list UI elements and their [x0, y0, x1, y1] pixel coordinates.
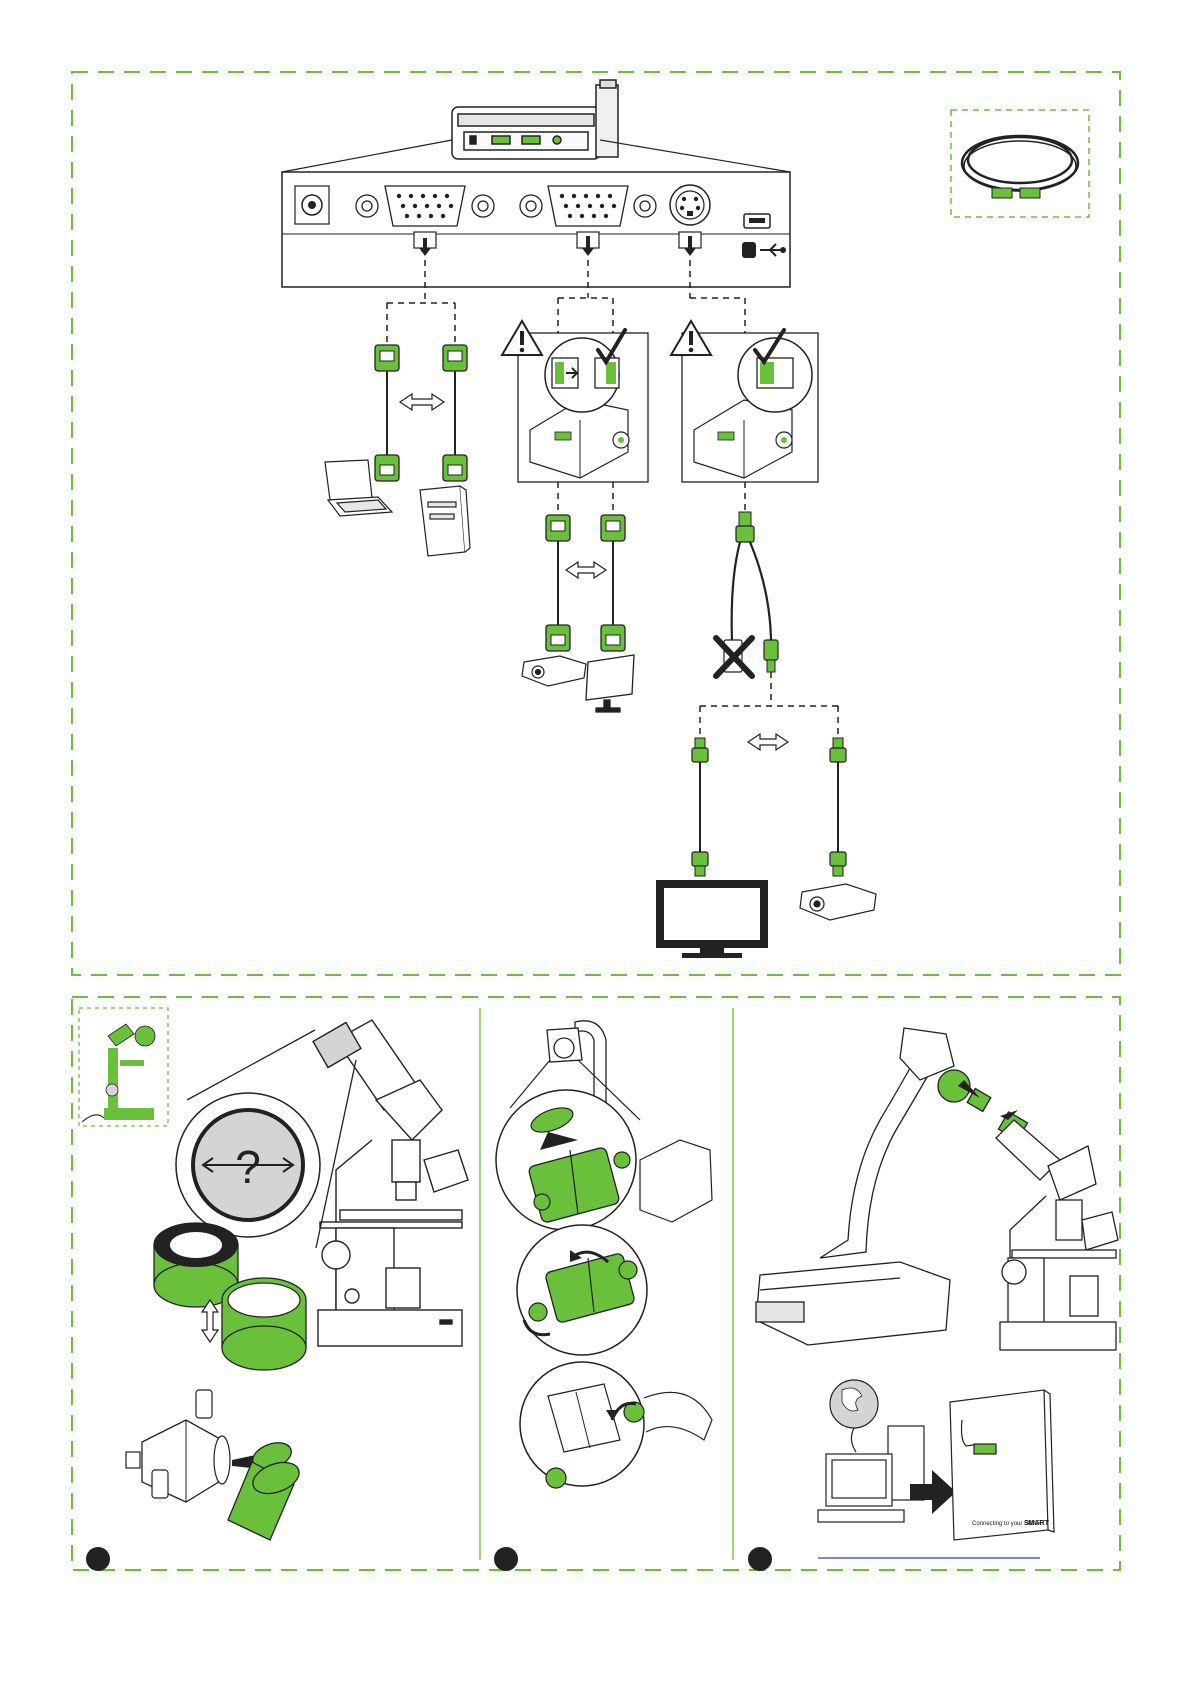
adapter-rings [154, 1223, 306, 1370]
connector-panel [282, 172, 790, 287]
document-camera-base [452, 80, 618, 159]
step2-magnify-1 [496, 1060, 712, 1230]
microscope-step1 [313, 1020, 468, 1346]
double-arrow-icon [400, 394, 444, 410]
s-video-warning-panel [671, 321, 818, 482]
user-manual-icon [950, 1390, 1054, 1540]
s-video-port [670, 185, 710, 225]
s-video-cable-projector [830, 738, 846, 876]
adapter-assembly [126, 1390, 303, 1540]
power-port [295, 186, 329, 224]
vga-cable-desktop [443, 345, 467, 481]
globe-icon [830, 1380, 878, 1428]
double-arrow-icon [566, 562, 606, 578]
s-video-cable-inset [951, 110, 1089, 217]
s-video-splitter-cable [724, 512, 778, 672]
step-number-1 [86, 1547, 110, 1571]
television-icon [656, 880, 768, 958]
size-question-label: ? [235, 1141, 261, 1193]
step-number-3 [748, 1547, 772, 1571]
desktop-computer-icon [420, 486, 470, 556]
manual-brand: SMART [1024, 1520, 1050, 1527]
s-video-cable-tv [692, 738, 708, 876]
computer-icon [818, 1426, 924, 1522]
vga-cable-monitor [601, 515, 625, 651]
vga-out-warning-panel [502, 321, 648, 482]
step2-magnify-3 [520, 1362, 712, 1488]
monitor-icon [586, 655, 634, 712]
projector-icon [522, 656, 586, 686]
s-video-output-lines [700, 672, 838, 738]
microscope-inset [79, 1008, 168, 1126]
usb-port [744, 214, 770, 228]
projector-icon [800, 884, 876, 920]
document-camera-on-microscope [756, 1028, 1118, 1350]
vga-cable-laptop [375, 345, 399, 481]
double-arrow-icon [748, 734, 788, 750]
step-number-2 [494, 1547, 518, 1571]
step2-magnify-2 [517, 1225, 647, 1355]
vga-cable-projector [546, 515, 570, 651]
